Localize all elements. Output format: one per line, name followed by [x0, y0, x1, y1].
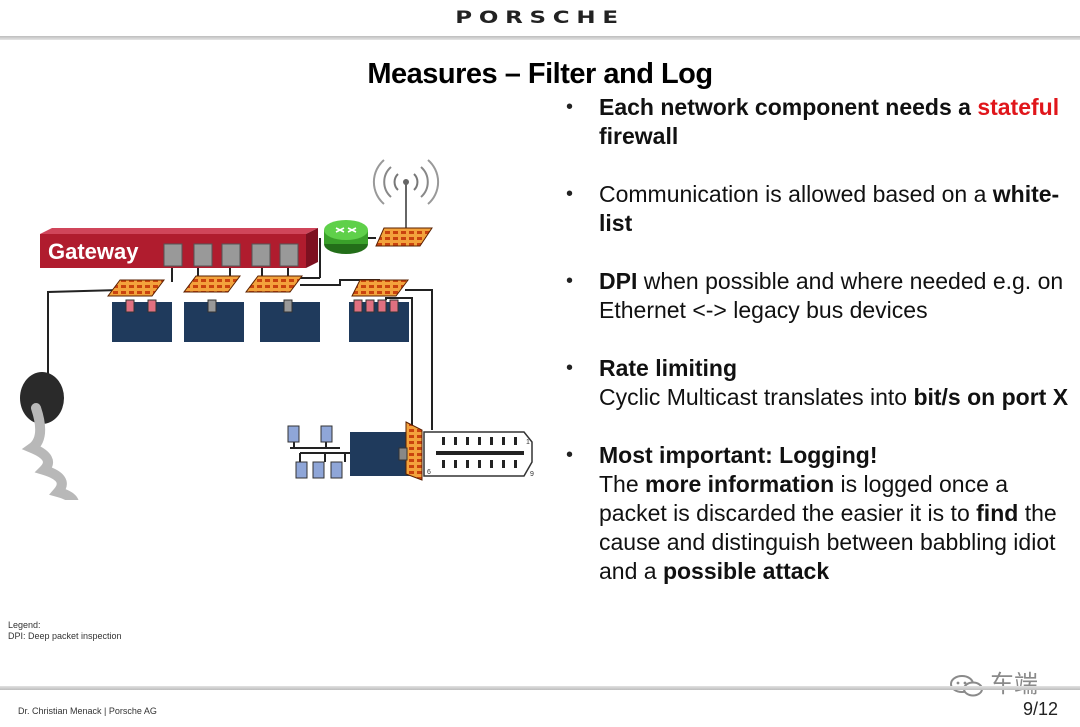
- porsche-logo: PORSCHE: [455, 8, 625, 28]
- legend-title: Legend:: [8, 620, 41, 630]
- obd-connector: 1 6 9: [423, 431, 534, 478]
- bullet-stateful-firewall: Each network component needs a stateful …: [566, 93, 1076, 151]
- bullet-text: The: [599, 471, 639, 497]
- bullet-bold: DPI: [599, 268, 638, 294]
- antenna-icon: [372, 159, 440, 228]
- bullet-logging: Most important: Logging! The more inform…: [566, 441, 1076, 586]
- diagnostic-cable-icon: [20, 372, 79, 500]
- bullet-highlight-red: stateful: [977, 94, 1060, 120]
- bullet-rate-limiting: Rate limiting Cyclic Multicast translate…: [566, 354, 1076, 412]
- bullet-list: Each network component needs a stateful …: [566, 93, 1076, 586]
- bullet-dpi: DPI when possible and where needed e.g. …: [566, 267, 1076, 325]
- bullet-bold: bit/s on port X: [913, 384, 1069, 410]
- connector-pin-label: 9: [530, 471, 534, 478]
- bullet-heading: Most important: Logging!: [599, 442, 878, 468]
- footer-divider: [0, 686, 1080, 690]
- port-icon: [398, 447, 408, 461]
- bullet-text: the cause and distinguish between babbli…: [599, 500, 1057, 584]
- legend: Legend: DPI: Deep packet inspection: [8, 620, 122, 642]
- page-number: 9/12: [1022, 699, 1058, 719]
- connector-pin-label: 1: [526, 439, 530, 446]
- network-wires: [47, 237, 433, 462]
- bullet-heading: Rate limiting: [599, 355, 738, 381]
- network-diagram: Gateway: [20, 159, 534, 500]
- bullet-bold: find: [976, 500, 1019, 526]
- legend-entry: DPI: Deep packet inspection: [8, 631, 122, 641]
- bullet-text: Communication is allowed based on a: [599, 181, 987, 207]
- header-divider: [0, 36, 1080, 40]
- bullet-bold: white-list: [599, 181, 1060, 236]
- bullet-bold: possible attack: [662, 558, 830, 584]
- bullet-bold: more information: [645, 471, 835, 497]
- legacy-bus-ecus: [287, 425, 343, 479]
- watermark: 车端: [950, 664, 1038, 699]
- bullet-text: firewall: [599, 123, 679, 149]
- bullet-whitelist: Communication is allowed based on a whit…: [566, 180, 1076, 238]
- connector-pin-label: 6: [427, 469, 431, 476]
- watermark-text: 车端: [990, 671, 1038, 698]
- gateway: Gateway: [40, 228, 318, 268]
- bullet-text: Cyclic Multicast translates into: [599, 384, 908, 410]
- bullet-text: Each network component needs a: [599, 94, 971, 120]
- bullet-text: when possible and where needed e.g. on E…: [599, 268, 1064, 323]
- firewall-group: [107, 275, 409, 297]
- dpi-firewall: [405, 421, 423, 481]
- ecu-group: [112, 299, 409, 342]
- firewall-antenna: [375, 227, 433, 247]
- footer-author: Dr. Christian Menack | Porsche AG: [18, 706, 157, 716]
- router-icon: [324, 220, 368, 254]
- bullet-text: is logged once a packet is discarded the…: [599, 471, 1009, 526]
- gateway-label: Gateway: [48, 239, 139, 264]
- slide-title: Measures – Filter and Log: [367, 58, 713, 90]
